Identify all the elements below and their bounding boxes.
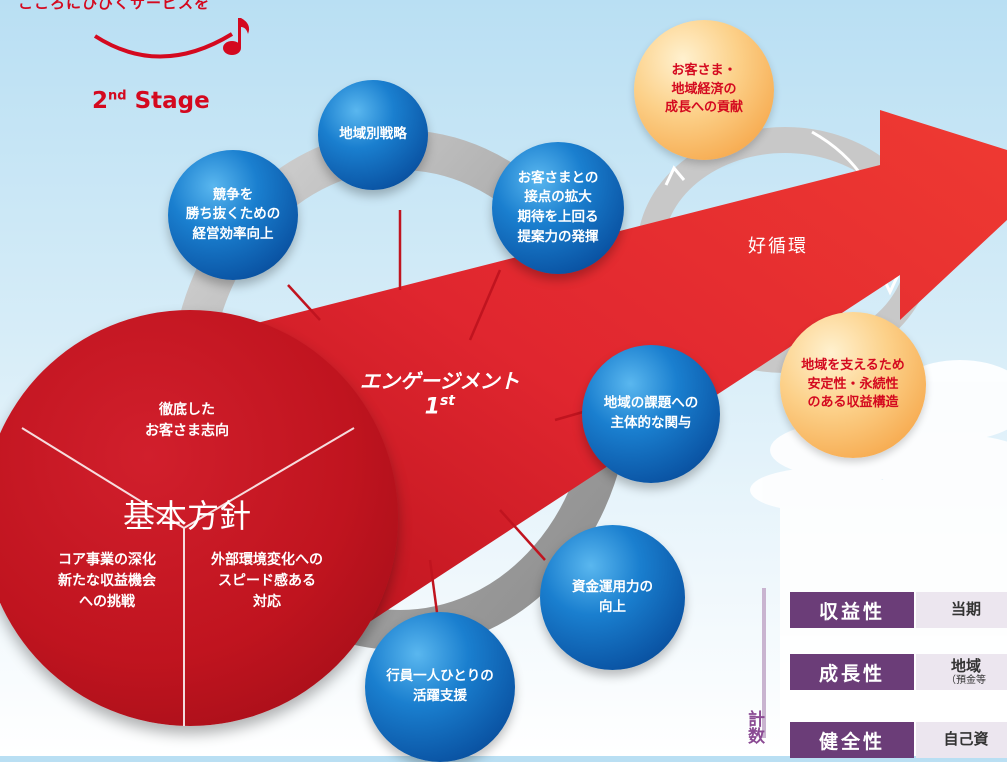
basic-policy-circle: 徹底した お客さま志向 基本方針 コア事業の深化 新たな収益機会 への挑戦 外部… (0, 310, 398, 726)
policy-customer-oriented: 徹底した お客さま志向 (145, 402, 229, 439)
target-value: 自己資 (916, 722, 1007, 758)
strategy-fund-management: 資金運用力の 向上 (540, 525, 685, 670)
target-label: 成長性 (790, 654, 914, 690)
targets-bracket (762, 588, 766, 738)
policy-core-business: コア事業の深化 新たな収益機会 への挑戦 (58, 552, 156, 610)
good-cycle-label: 好循環 (748, 236, 808, 257)
tagline: こころにひびくサービスを (18, 0, 211, 12)
strategy-staff-support: 行員一人ひとりの 活躍支援 (365, 612, 515, 762)
strategy-efficiency: 競争を 勝ち抜くための 経営効率向上 (168, 150, 298, 280)
targets-side-label: 計数 (748, 710, 765, 747)
policy-title: 基本方針 (122, 497, 251, 535)
target-value: 当期 (916, 592, 1007, 628)
strategy-regional: 地域別戦略 (318, 80, 428, 190)
target-value: 地域（預金等 (916, 654, 1007, 690)
music-note-icon (223, 18, 250, 55)
cycle-arrow-up-icon (664, 165, 686, 186)
engagement-label: エンゲージメント 1st (360, 369, 520, 420)
smile-curve-icon (93, 32, 234, 59)
stage-label: 2nd Stage (92, 88, 210, 114)
policy-dividers (21, 427, 355, 726)
policy-speed: 外部環境変化への スピード感ある 対応 (211, 552, 323, 610)
cycle-customer-growth: お客さま・ 地域経済の 成長への貢献 (634, 20, 774, 160)
target-label: 健全性 (790, 722, 914, 758)
strategy-customer-contact: お客さまとの 接点の拡大 期待を上回る 提案力の発揮 (492, 142, 624, 274)
strategy-regional-issues: 地域の課題への 主体的な関与 (582, 345, 720, 483)
cycle-stable-earnings: 地域を支えるため 安定性・永続性 のある収益構造 (780, 312, 926, 458)
target-label: 収益性 (790, 592, 914, 628)
